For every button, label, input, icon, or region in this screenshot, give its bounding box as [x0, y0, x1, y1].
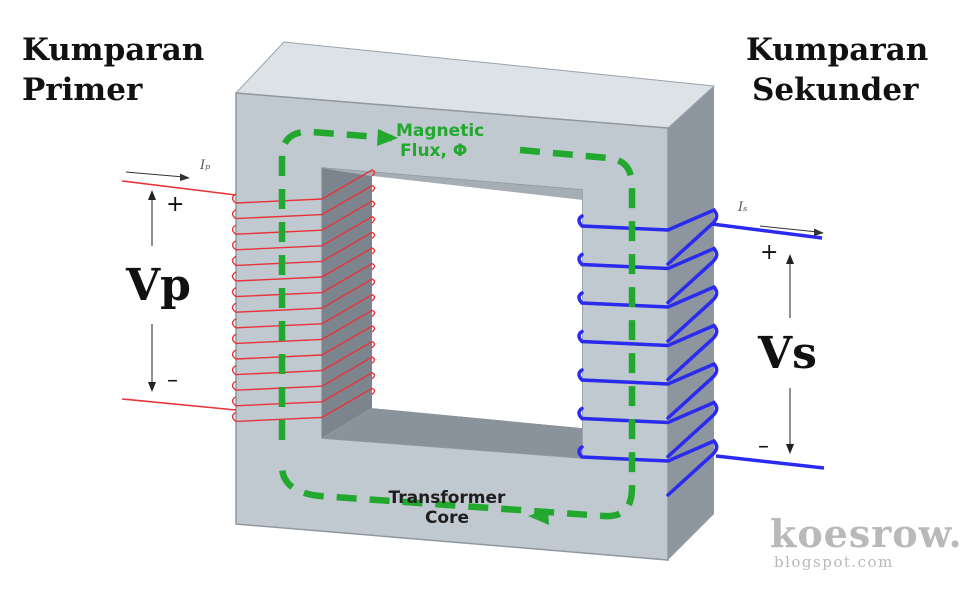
primary-winding-turn — [231, 411, 323, 423]
secondary-current-label: Iₛ — [738, 200, 748, 215]
primary-winding-turn — [231, 349, 323, 360]
primary-winding-turn — [321, 387, 376, 419]
flux-arrow-icon — [377, 129, 398, 146]
primary-minus-sign: – — [167, 368, 178, 393]
window-left-inner — [322, 168, 372, 438]
primary-winding-turn — [231, 255, 323, 267]
primary-winding-turn — [321, 216, 376, 247]
magnetic-flux-label-line1: Magnetic — [396, 121, 485, 141]
secondary-lead-top — [711, 222, 823, 240]
primary-voltage-label: Vp — [126, 260, 191, 311]
primary-winding-turn — [321, 356, 376, 387]
voltage-arrow-icon — [148, 382, 156, 392]
window-top-inner — [322, 168, 582, 200]
window-opening — [372, 176, 582, 428]
primary-winding-turn — [231, 224, 323, 235]
primary-lead-top — [121, 180, 237, 196]
primary-winding-turn — [321, 372, 376, 403]
primary-winding — [231, 169, 376, 423]
flux-arrow-icon — [528, 509, 549, 525]
secondary-winding-turn — [577, 438, 719, 497]
secondary-coil-title: Kumparan Sekunder — [746, 30, 928, 110]
primary-coil-title: Kumparan Primer — [22, 30, 204, 110]
primary-winding-turn — [321, 184, 376, 216]
secondary-winding-turn — [577, 246, 719, 305]
primary-current-label: Iₚ — [200, 158, 211, 173]
primary-winding-turn — [321, 294, 376, 325]
magnetic-flux-path — [278, 128, 636, 520]
secondary-winding-turn — [577, 207, 719, 266]
primary-winding-turn — [231, 302, 323, 313]
transformer-core-label-line2: Core — [424, 508, 470, 528]
primary-winding-turn — [231, 271, 323, 282]
watermark-main: koesrow. — [770, 511, 963, 556]
window-bottom-inner — [322, 408, 582, 458]
primary-winding-turn — [321, 247, 376, 278]
secondary-winding-turn — [577, 400, 719, 459]
primary-winding-turn — [321, 231, 376, 263]
secondary-coil-title-line2: Sekunder — [752, 72, 919, 108]
secondary-lead-bottom — [715, 454, 825, 470]
primary-winding-turn — [321, 309, 376, 341]
voltage-arrow-icon — [786, 254, 794, 264]
primary-winding-turn — [321, 262, 376, 294]
magnetic-flux-label: Magnetic Flux, Φ — [396, 121, 484, 161]
primary-plus-sign: + — [166, 192, 185, 217]
primary-lead-bottom — [121, 398, 237, 411]
primary-coil-title-line2: Primer — [22, 72, 143, 108]
transformer-core-label: Transformer Core — [372, 488, 522, 528]
secondary-winding — [577, 207, 719, 497]
primary-winding-turn — [321, 278, 376, 309]
current-arrow-icon — [814, 228, 824, 236]
watermark: koesrow. blogspot.com — [770, 511, 963, 571]
voltage-arrow-icon — [786, 444, 794, 454]
current-arrow-icon — [125, 171, 185, 178]
primary-winding-turn — [231, 240, 323, 251]
primary-winding-turn — [231, 396, 323, 407]
magnetic-flux-label-line2: Flux, Φ — [400, 141, 468, 161]
secondary-coil-title-line1: Kumparan — [746, 32, 929, 68]
primary-winding-turn — [231, 364, 323, 376]
current-arrow-icon — [180, 173, 190, 181]
watermark-sub: blogspot.com — [774, 553, 894, 571]
primary-coil-title-line1: Kumparan — [22, 32, 205, 68]
secondary-winding-turn — [577, 284, 719, 343]
primary-winding-turn — [231, 208, 323, 220]
primary-winding-turn — [231, 380, 323, 391]
primary-winding-turn — [231, 318, 323, 329]
primary-winding-turn — [231, 286, 323, 298]
primary-winding-turn — [321, 169, 376, 200]
secondary-plus-sign: + — [760, 240, 779, 265]
primary-winding-turn — [231, 333, 323, 345]
primary-winding-turn — [321, 325, 376, 356]
primary-winding-turn — [321, 200, 376, 231]
core-side-face — [668, 86, 714, 560]
secondary-winding-turn — [577, 361, 719, 420]
current-arrow-icon — [759, 225, 819, 233]
voltage-arrow-icon — [148, 190, 156, 200]
primary-winding-turn — [321, 340, 376, 372]
secondary-voltage-label: Vs — [758, 328, 817, 379]
secondary-minus-sign: – — [758, 434, 769, 459]
transformer-core-label-line1: Transformer — [388, 488, 506, 508]
secondary-winding-turn — [577, 323, 719, 382]
